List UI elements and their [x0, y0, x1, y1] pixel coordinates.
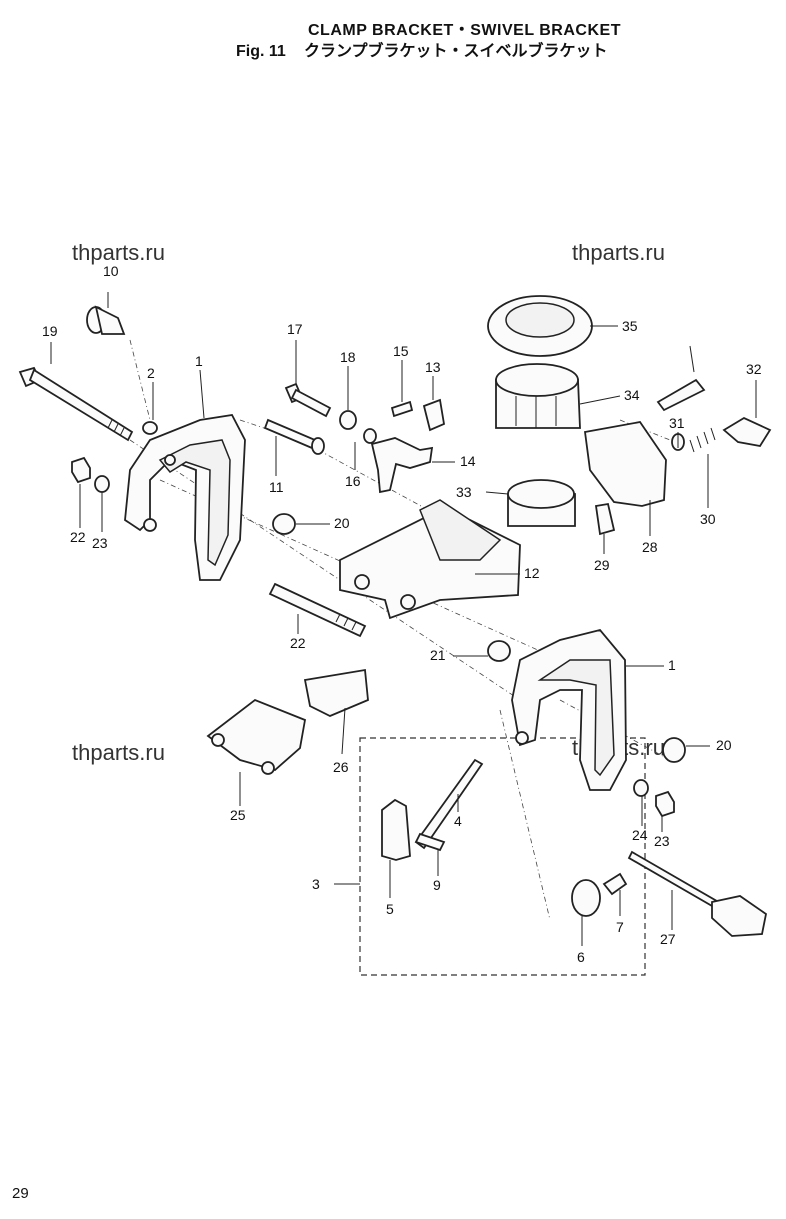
part-35-bolt	[656, 378, 706, 412]
part-24-plate	[206, 698, 307, 775]
callout-10: 11	[269, 479, 284, 495]
watermark: thparts.ru	[572, 240, 665, 265]
callout-6: 10	[103, 263, 119, 279]
part-cap-upper	[86, 305, 126, 335]
part-4-bolt	[414, 758, 484, 850]
part-7-pad	[571, 879, 601, 917]
part-32-sleeve	[507, 479, 576, 527]
watermark: thparts.ru	[72, 240, 165, 265]
callout-19: 20	[716, 737, 732, 753]
callout-27: 28	[642, 539, 658, 555]
callout-20: 21	[430, 647, 446, 663]
part-10-bolt	[263, 418, 325, 455]
part-18-long-bolt	[18, 366, 134, 442]
part-34-ring	[487, 295, 593, 357]
callout-1: 1	[195, 353, 203, 369]
part-20-washer	[487, 640, 511, 662]
callout-3: 3	[312, 876, 320, 892]
part-13-lever	[370, 437, 434, 494]
callout-20: 20	[334, 515, 350, 531]
callout-22: 23	[654, 833, 670, 849]
part-22-nut	[655, 790, 675, 818]
part-12-sleeve	[422, 398, 446, 432]
part-5-cam	[381, 798, 411, 861]
page-number: 29	[12, 1185, 29, 1202]
callout-2: 2	[147, 365, 155, 381]
part-11-swivel-bracket	[339, 499, 521, 620]
callout-5: 5	[386, 901, 394, 917]
part-14-pin	[390, 400, 414, 418]
part-23-washer	[94, 475, 110, 493]
part-26-rod	[627, 850, 767, 937]
assembly-axis	[129, 339, 151, 421]
part-19-knob	[662, 737, 686, 763]
figure-label: Fig. 11	[236, 43, 286, 60]
part-29-spring	[689, 427, 716, 453]
callout-6: 9	[433, 877, 441, 893]
callout-22: 22	[70, 529, 86, 545]
callout-29: 30	[700, 511, 716, 527]
callout-17: 18	[340, 349, 356, 365]
callout-31: 32	[746, 361, 762, 377]
part-17-washer	[339, 410, 357, 430]
part-31-thumb-screw	[722, 416, 772, 447]
part-15-clip	[363, 428, 377, 444]
part-33-bushing	[495, 363, 581, 429]
title-english: CLAMP BRACKET・SWIVEL BRACKET	[308, 22, 621, 39]
callout-7: 6	[577, 949, 585, 965]
callout-4: 4	[454, 813, 462, 829]
callout-13: 14	[460, 453, 476, 469]
callout-23: 23	[92, 535, 108, 551]
callout-24: 25	[230, 807, 246, 823]
title-line-2: Fig. 11 クランプブラケット・スイベルブラケット	[236, 37, 608, 61]
part-1-clamp-bracket-right	[511, 628, 627, 791]
callout-16: 17	[287, 321, 303, 337]
part-28-wedge	[594, 502, 616, 536]
callout-21: 22	[290, 635, 306, 651]
part-20-washer	[272, 513, 296, 535]
watermark: thparts.ru	[72, 740, 165, 765]
callout-1: 1	[668, 657, 676, 673]
part-6-screw	[414, 832, 446, 852]
callout-23: 24	[632, 827, 648, 843]
callout-11: 12	[524, 565, 540, 581]
part-2-ring	[142, 421, 158, 435]
callout-25: 26	[333, 759, 349, 775]
callout-26: 27	[660, 931, 676, 947]
part-27-holder	[583, 421, 667, 507]
callout-34: 35	[622, 318, 638, 334]
part-21-tilt-rod	[268, 582, 367, 638]
callout-14: 15	[393, 343, 409, 359]
part-1-clamp-bracket-left	[124, 414, 246, 581]
part-23-washer	[633, 779, 649, 797]
part-25-bushing	[303, 668, 369, 717]
title-japanese: クランプブラケット・スイベルブラケット	[304, 43, 608, 60]
callout-33: 34	[624, 387, 640, 403]
callout-8: 7	[616, 919, 624, 935]
kit-outline-3	[359, 737, 646, 976]
callout-28: 29	[594, 557, 610, 573]
callout-12: 13	[425, 359, 441, 375]
part-8-screw	[602, 872, 628, 896]
callout-18: 19	[42, 323, 58, 339]
callout-32: 33	[456, 484, 472, 500]
callout-30: 31	[669, 415, 685, 431]
callout-15: 16	[345, 473, 361, 489]
part-22-nut	[71, 456, 91, 484]
part-16-bolt	[284, 382, 332, 418]
